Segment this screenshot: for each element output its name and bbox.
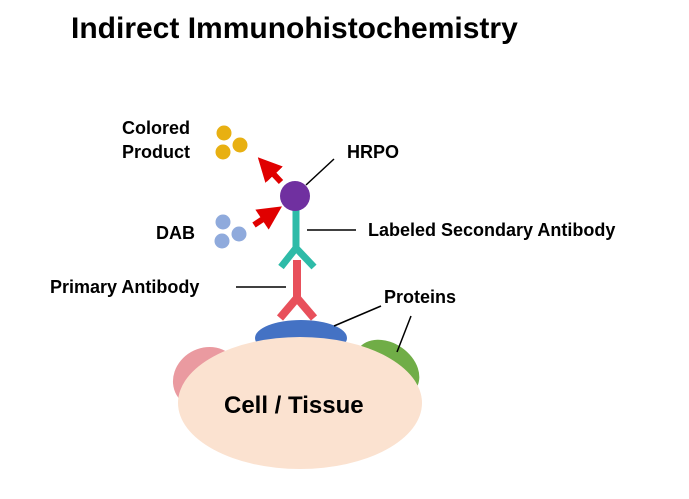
cell-tissue bbox=[178, 337, 422, 469]
label-dab: DAB bbox=[156, 223, 195, 243]
leader-protein-blue bbox=[333, 305, 382, 327]
colored-product-dot bbox=[216, 125, 232, 141]
diagram-title: Indirect Immunohistochemistry bbox=[71, 12, 518, 45]
dab-dot bbox=[214, 233, 230, 249]
primary-antibody bbox=[276, 260, 318, 321]
arrow-to-colored-product bbox=[257, 157, 284, 185]
label-hrpo: HRPO bbox=[347, 142, 400, 162]
watermark: 知乎 @武汉艾必赛生物科... bbox=[460, 461, 669, 481]
secondary-antibody bbox=[278, 208, 317, 270]
label-colored-product: Colored Product bbox=[122, 116, 190, 164]
dab-dot bbox=[231, 226, 247, 242]
label-proteins: Proteins bbox=[384, 287, 457, 307]
label-colored-product-line1: Colored bbox=[122, 118, 191, 138]
label-colored-product-line2: Product bbox=[122, 142, 191, 162]
label-secondary-antibody: Labeled Secondary Antibody bbox=[368, 220, 616, 240]
arrow-from-dab bbox=[252, 206, 282, 230]
label-cell-tissue: Cell / Tissue bbox=[224, 392, 364, 419]
hrpo-enzyme bbox=[280, 181, 310, 211]
label-primary-antibody: Primary Antibody bbox=[50, 277, 200, 297]
colored-product-dot bbox=[215, 144, 231, 160]
dab-dot bbox=[215, 214, 231, 230]
colored-product-dot bbox=[232, 137, 248, 153]
leader-hrpo bbox=[305, 158, 335, 186]
leader-protein-green bbox=[396, 315, 412, 353]
